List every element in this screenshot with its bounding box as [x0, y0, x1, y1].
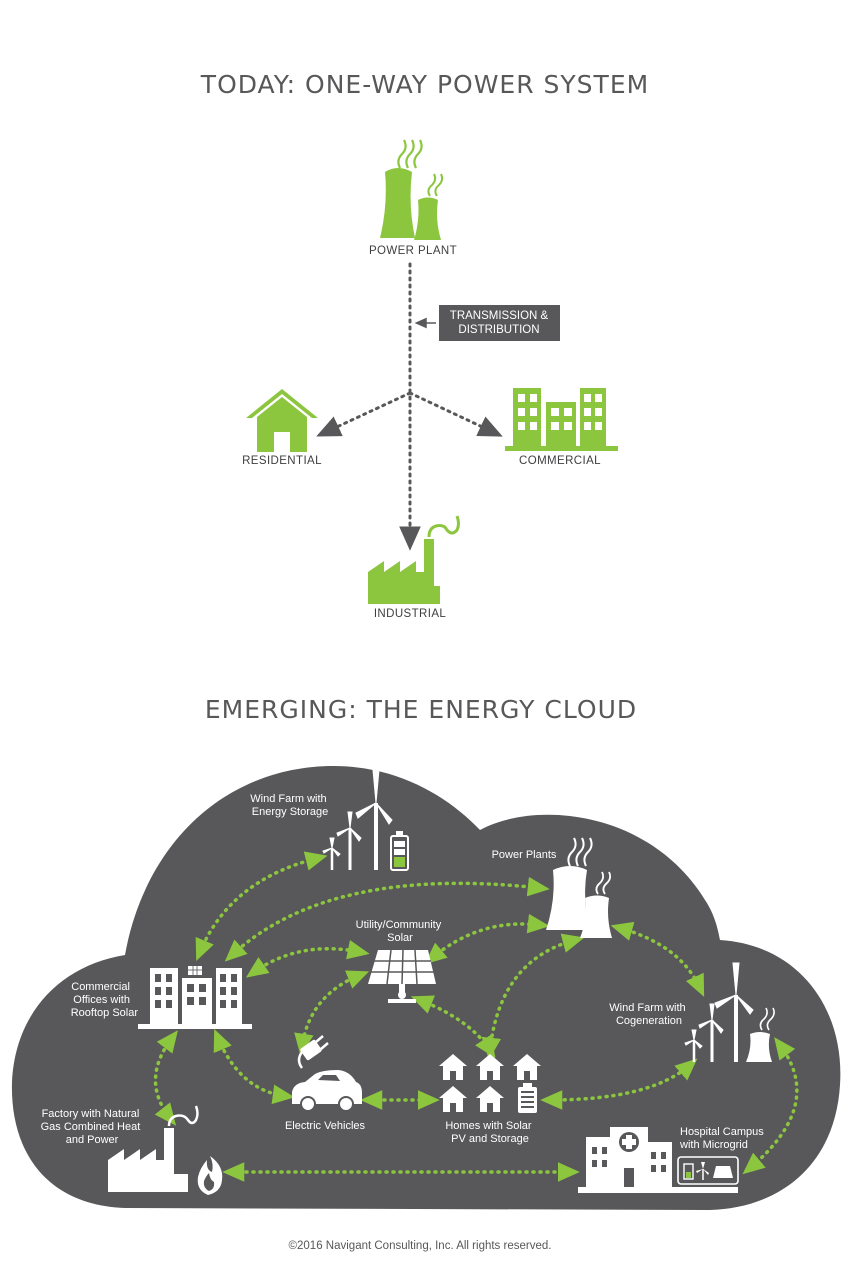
home-battery-icon: [518, 1083, 537, 1113]
wind-storage-label: Wind Farm with Energy Storage: [250, 793, 329, 818]
solar-panel-icon: [368, 949, 436, 1003]
wind-cogen-line1: Wind Farm with: [609, 1002, 685, 1014]
factory-icon: [368, 515, 460, 604]
utility-solar-label: Utility/Community Solar: [356, 919, 445, 944]
emerging-title: EMERGING: THE ENERGY CLOUD: [205, 695, 637, 724]
factory-chp-line2: Gas Combined Heat: [41, 1121, 141, 1133]
power-plants-icon: [546, 837, 612, 938]
copyright-footer: ©2016 Navigant Consulting, Inc. All righ…: [289, 1240, 552, 1252]
callout-line1: TRANSMISSION &: [450, 310, 549, 322]
homes-solar-line1: Homes with Solar: [445, 1120, 532, 1132]
residential-arrow: [316, 391, 412, 437]
transmission-callout: TRANSMISSION & DISTRIBUTION: [414, 305, 560, 341]
homes-solar-label: Homes with Solar PV and Storage: [445, 1120, 534, 1145]
today-title: TODAY: ONE-WAY POWER SYSTEM: [200, 70, 649, 99]
electric-car-icon: [292, 1070, 362, 1112]
flame-icon: [197, 1156, 223, 1195]
connection-lines: [153, 851, 799, 1182]
commercial-offices-line3: Rooftop Solar: [71, 1007, 139, 1019]
factory-chp-line1: Factory with Natural: [42, 1108, 140, 1120]
hospital-line2: with Microgrid: [679, 1139, 748, 1151]
plug-icon: [297, 1035, 329, 1069]
utility-solar-line2: Solar: [387, 932, 413, 944]
hospital-line1: Hospital Campus: [680, 1126, 764, 1138]
rooftop-solar-icon: [188, 966, 202, 975]
hospital-icon: [578, 1127, 738, 1193]
power-plants-label: Power Plants: [492, 849, 557, 861]
wind-storage-line2: Energy Storage: [252, 806, 328, 818]
commercial-offices-line1: Commercial: [71, 981, 130, 993]
wind-turbine-icon: [322, 769, 393, 870]
homes-icon: [439, 1054, 541, 1112]
wind-storage-line1: Wind Farm with: [250, 793, 326, 805]
callout-line2: DISTRIBUTION: [458, 324, 539, 336]
power-plant-label: POWER PLANT: [369, 245, 457, 257]
factory-chp-line3: and Power: [66, 1134, 119, 1146]
residential-label: RESIDENTIAL: [242, 455, 322, 467]
commercial-offices-line2: Offices with: [73, 994, 130, 1006]
industrial-label: INDUSTRIAL: [374, 608, 447, 620]
commercial-offices-icon: [138, 966, 252, 1029]
electric-vehicles-label: Electric Vehicles: [285, 1120, 366, 1132]
chp-factory-icon: [108, 1105, 199, 1192]
battery-icon: [390, 831, 409, 871]
wind-cogen-label: Wind Farm with Cogeneration: [609, 1002, 688, 1027]
office-buildings-icon: [505, 388, 618, 451]
hospital-label: Hospital Campus with Microgrid: [679, 1126, 767, 1151]
commercial-offices-label: Commercial Offices with Rooftop Solar: [71, 981, 139, 1019]
house-icon: [246, 389, 318, 452]
wind-cogeneration-icon: [684, 962, 775, 1062]
commercial-arrow: [408, 391, 503, 437]
wind-cogen-line2: Cogeneration: [616, 1015, 682, 1027]
factory-chp-label: Factory with Natural Gas Combined Heat a…: [41, 1108, 144, 1146]
homes-solar-line2: PV and Storage: [451, 1133, 529, 1145]
power-plant-icon: [380, 139, 444, 240]
microgrid-icon: [677, 1156, 739, 1185]
commercial-label: COMMERCIAL: [519, 455, 601, 467]
utility-solar-line1: Utility/Community: [356, 919, 442, 931]
